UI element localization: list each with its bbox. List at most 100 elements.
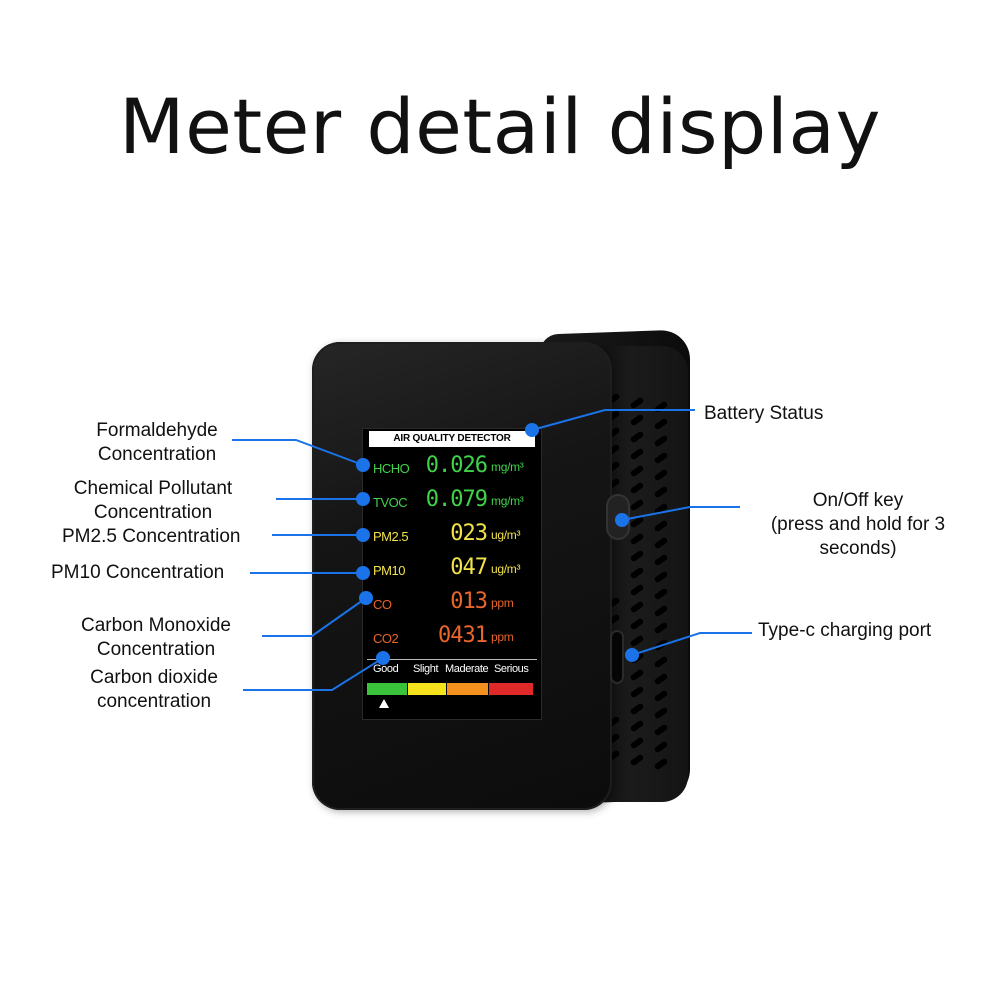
vent-slot — [653, 638, 669, 652]
callout-battery: Battery Status — [704, 402, 823, 426]
callout-line: seconds) — [819, 538, 897, 559]
reading-row-co: CO 013 ppm — [363, 587, 541, 617]
level-indicator-arrow-icon — [379, 699, 389, 708]
vent-slot — [653, 536, 669, 550]
reading-row-pm10: PM10 047 ug/m³ — [363, 553, 541, 583]
vent-slot — [653, 485, 669, 499]
level-bar-serious — [489, 683, 533, 695]
level-label-slight: Slight — [413, 663, 439, 675]
level-bar-good — [367, 683, 407, 695]
callout-line: Concentration — [93, 502, 213, 523]
vent-slot — [629, 617, 645, 631]
vent-slot — [629, 634, 645, 648]
vent-slot — [629, 702, 645, 716]
vent-slot — [629, 413, 645, 427]
vent-slot — [629, 566, 645, 580]
reading-label: TVOC — [373, 495, 408, 510]
callout-co2: Carbon dioxide concentration — [74, 666, 234, 714]
reading-row-pm25: PM2.5 023 ug/m³ — [363, 519, 541, 549]
page-title: Meter detail display — [119, 82, 881, 171]
callout-pm25: PM2.5 Concentration — [62, 525, 241, 549]
level-bar-slight — [408, 683, 446, 695]
reading-unit: mg/m³ — [491, 460, 524, 474]
screen-divider — [367, 659, 537, 660]
level-label-good: Good — [373, 663, 399, 675]
reading-unit: ppm — [491, 630, 514, 644]
reading-unit: ug/m³ — [491, 562, 521, 576]
vent-slot — [653, 451, 669, 465]
callout-line: concentration — [96, 691, 212, 712]
reading-value: 047 — [450, 555, 488, 580]
vent-slot — [629, 549, 645, 563]
vent-slot — [653, 604, 669, 618]
vent-slot — [653, 689, 669, 703]
level-label-serious: Serious — [494, 663, 529, 675]
reading-value: 0.079 — [425, 487, 488, 512]
callout-line: Concentration — [97, 444, 217, 465]
vent-slot — [653, 553, 669, 567]
reading-value: 023 — [450, 521, 488, 546]
callout-line: (press and hold for 3 — [770, 514, 946, 535]
vent-slot — [629, 515, 645, 529]
callout-line: Carbon dioxide — [90, 667, 218, 688]
callout-pm10: PM10 Concentration — [51, 561, 224, 585]
callout-line: Carbon Monoxide — [81, 615, 231, 636]
reading-row-hcho: HCHO 0.026 mg/m³ — [363, 451, 541, 481]
level-bar-moderate — [447, 683, 488, 695]
vent-slot — [629, 736, 645, 750]
vent-slot — [653, 672, 669, 686]
vent-slot — [629, 430, 645, 444]
vent-slot — [653, 502, 669, 516]
vent-slot — [653, 655, 669, 669]
callout-typec: Type-c charging port — [758, 619, 931, 643]
reading-row-tvoc: TVOC 0.079 mg/m³ — [363, 485, 541, 515]
vent-slot — [653, 468, 669, 482]
reading-row-co2: CO2 0431 ppm — [363, 621, 541, 651]
callout-onoff: On/Off key (press and hold for 3 seconds… — [750, 489, 966, 561]
reading-value: 0.026 — [425, 453, 488, 478]
vent-slot — [653, 417, 669, 431]
reading-value: 0431 — [438, 623, 488, 648]
vent-slot — [629, 498, 645, 512]
reading-unit: mg/m³ — [491, 494, 524, 508]
vent-slot — [653, 723, 669, 737]
vent-slot — [629, 719, 645, 733]
vent-slot — [629, 685, 645, 699]
vent-slot — [629, 600, 645, 614]
callout-chemical: Chemical Pollutant Concentration — [58, 477, 248, 525]
reading-unit: ug/m³ — [491, 528, 521, 542]
reading-unit: ppm — [491, 596, 514, 610]
reading-label: CO — [373, 597, 392, 612]
power-button[interactable] — [606, 494, 630, 540]
vent-slot — [653, 519, 669, 533]
reading-label: PM2.5 — [373, 529, 409, 544]
callout-line: Type-c charging port — [758, 620, 932, 641]
callout-line: Concentration — [96, 639, 216, 660]
vent-slot — [629, 396, 645, 410]
level-label-moderate: Maderate — [445, 663, 489, 675]
vent-slot — [629, 753, 645, 767]
callout-line: PM10 Concentration — [51, 562, 225, 583]
screen-title: AIR QUALITY DETECTOR — [393, 433, 511, 444]
reading-label: HCHO — [373, 461, 410, 476]
callout-line: On/Off key — [812, 490, 904, 511]
vent-slot — [653, 706, 669, 720]
vent-slot — [629, 532, 645, 546]
device-screen: AIR QUALITY DETECTOR HCHO 0.026 mg/m³ TV… — [362, 428, 542, 720]
vent-slot — [653, 757, 669, 771]
reading-label: CO2 — [373, 631, 399, 646]
callout-line: Formaldehyde — [96, 420, 218, 441]
vent-slot — [629, 447, 645, 461]
callout-line: PM2.5 Concentration — [62, 526, 241, 547]
vent-slot — [629, 583, 645, 597]
vent-slot — [653, 570, 669, 584]
callout-line: Chemical Pollutant — [73, 478, 233, 499]
reading-label: PM10 — [373, 563, 405, 578]
callout-co: Carbon Monoxide Concentration — [64, 614, 248, 662]
vent-slot — [629, 668, 645, 682]
vent-slot — [629, 464, 645, 478]
vent-slot — [629, 481, 645, 495]
callout-line: Battery Status — [704, 403, 824, 424]
vent-slot — [653, 434, 669, 448]
vent-slot — [629, 651, 645, 665]
